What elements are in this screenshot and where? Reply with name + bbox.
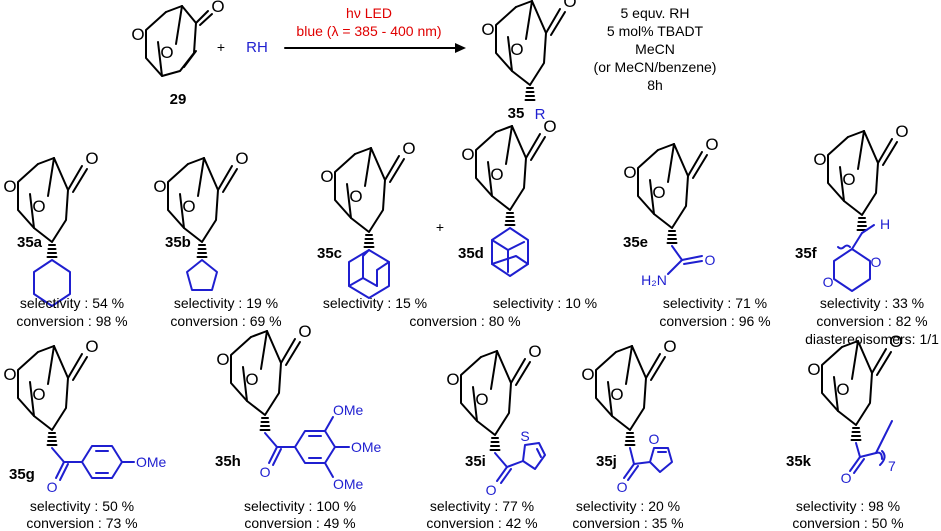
product-label: 35 — [508, 105, 525, 122]
selectivity-35g: selectivity : 50 % — [30, 498, 134, 514]
compound-35a — [3, 149, 99, 307]
compound-35f: H O O — [813, 122, 909, 292]
conversion-35a: conversion : 98 % — [16, 313, 127, 329]
conversion-35f: conversion : 82 % — [816, 313, 927, 329]
svg-text:MeCN: MeCN — [635, 41, 675, 57]
svg-text:O: O — [871, 254, 882, 270]
conversion-35h: conversion : 49 % — [244, 515, 355, 531]
arrow-condition-light: hν LED — [346, 5, 392, 21]
selectivity-35h: selectivity : 100 % — [244, 498, 356, 514]
selectivity-35i: selectivity : 77 % — [430, 498, 534, 514]
svg-text:O: O — [649, 431, 660, 447]
plus-sign: + — [217, 39, 225, 55]
compound-35e: O H₂N — [623, 135, 719, 288]
svg-text:O: O — [841, 470, 852, 486]
svg-text:O: O — [823, 274, 834, 290]
selectivity-35b: selectivity : 19 % — [174, 295, 278, 311]
reactant-label: 29 — [170, 91, 187, 108]
compound-35j: O O — [581, 337, 677, 495]
compound-35h: O OMe OMe OMe — [216, 322, 382, 492]
svg-text:O: O — [131, 25, 144, 44]
selectivity-35f: selectivity : 33 % — [820, 295, 924, 311]
label-35a: 35a — [17, 234, 43, 251]
label-35e: 35e — [623, 234, 648, 251]
arrow-head — [455, 43, 466, 53]
compound-35i: O S — [446, 342, 546, 498]
label-35f: 35f — [795, 245, 818, 262]
svg-text:O: O — [705, 252, 716, 268]
svg-text:8h: 8h — [647, 77, 663, 93]
label-35g: 35g — [9, 466, 35, 483]
svg-text:5 mol% TBADT: 5 mol% TBADT — [607, 23, 704, 39]
selectivity-35a: selectivity : 54 % — [20, 295, 124, 311]
svg-text:OMe: OMe — [333, 402, 364, 418]
conversion-35i: conversion : 42 % — [426, 515, 537, 531]
svg-text:S: S — [520, 428, 529, 444]
note-35f: diastereoisomers: 1/1 — [805, 331, 939, 347]
reagent-rh: RH — [246, 39, 268, 56]
svg-text:O: O — [211, 0, 224, 16]
svg-text:OMe: OMe — [351, 439, 382, 455]
svg-text:H₂N: H₂N — [641, 272, 667, 288]
compound-35k: O 7 — [807, 332, 903, 486]
label-35k: 35k — [786, 453, 812, 470]
svg-text:7: 7 — [888, 458, 896, 474]
conversion-35g: conversion : 73 % — [26, 515, 137, 531]
label-35b: 35b — [165, 234, 191, 251]
compound-35b — [153, 149, 249, 291]
conversion-35e: conversion : 96 % — [659, 313, 770, 329]
selectivity-35j: selectivity : 20 % — [576, 498, 680, 514]
svg-text:O: O — [617, 479, 628, 495]
label-35j: 35j — [596, 453, 617, 470]
product-r-group: R — [535, 106, 546, 123]
svg-text:OMe: OMe — [136, 454, 167, 470]
svg-text:OMe: OMe — [333, 476, 364, 492]
selectivity-35d: selectivity : 10 % — [493, 295, 597, 311]
conversion-35j: conversion : 35 % — [572, 515, 683, 531]
svg-text:O: O — [47, 479, 58, 495]
svg-text:H: H — [880, 216, 890, 232]
svg-text:5 equv. RH: 5 equv. RH — [621, 5, 690, 21]
label-35d: 35d — [458, 245, 484, 262]
plus-35c-35d: + — [436, 219, 444, 235]
svg-text:O: O — [160, 43, 173, 62]
selectivity-35c: selectivity : 15 % — [323, 295, 427, 311]
label-35h: 35h — [215, 453, 241, 470]
label-35c: 35c — [317, 245, 342, 262]
compound-35g: O OMe — [3, 337, 167, 495]
label-35i: 35i — [465, 453, 486, 470]
reactant-29: O O O — [131, 0, 225, 77]
compound-35c — [320, 139, 416, 299]
product-35 — [481, 0, 577, 101]
svg-text:O: O — [486, 482, 497, 498]
conversion-35c-35d: conversion : 80 % — [409, 313, 520, 329]
arrow-condition-wavelength: blue (λ = 385 - 400 nm) — [296, 23, 441, 39]
selectivity-35e: selectivity : 71 % — [663, 295, 767, 311]
conversion-35b: conversion : 69 % — [170, 313, 281, 329]
svg-text:(or MeCN/benzene): (or MeCN/benzene) — [594, 59, 717, 75]
compound-35d — [461, 117, 557, 277]
selectivity-35k: selectivity : 98 % — [796, 498, 900, 514]
conditions-block: 5 equv. RH 5 mol% TBADT MeCN (or MeCN/be… — [594, 5, 717, 93]
svg-text:O: O — [260, 464, 271, 480]
conversion-35k: conversion : 50 % — [792, 515, 903, 531]
